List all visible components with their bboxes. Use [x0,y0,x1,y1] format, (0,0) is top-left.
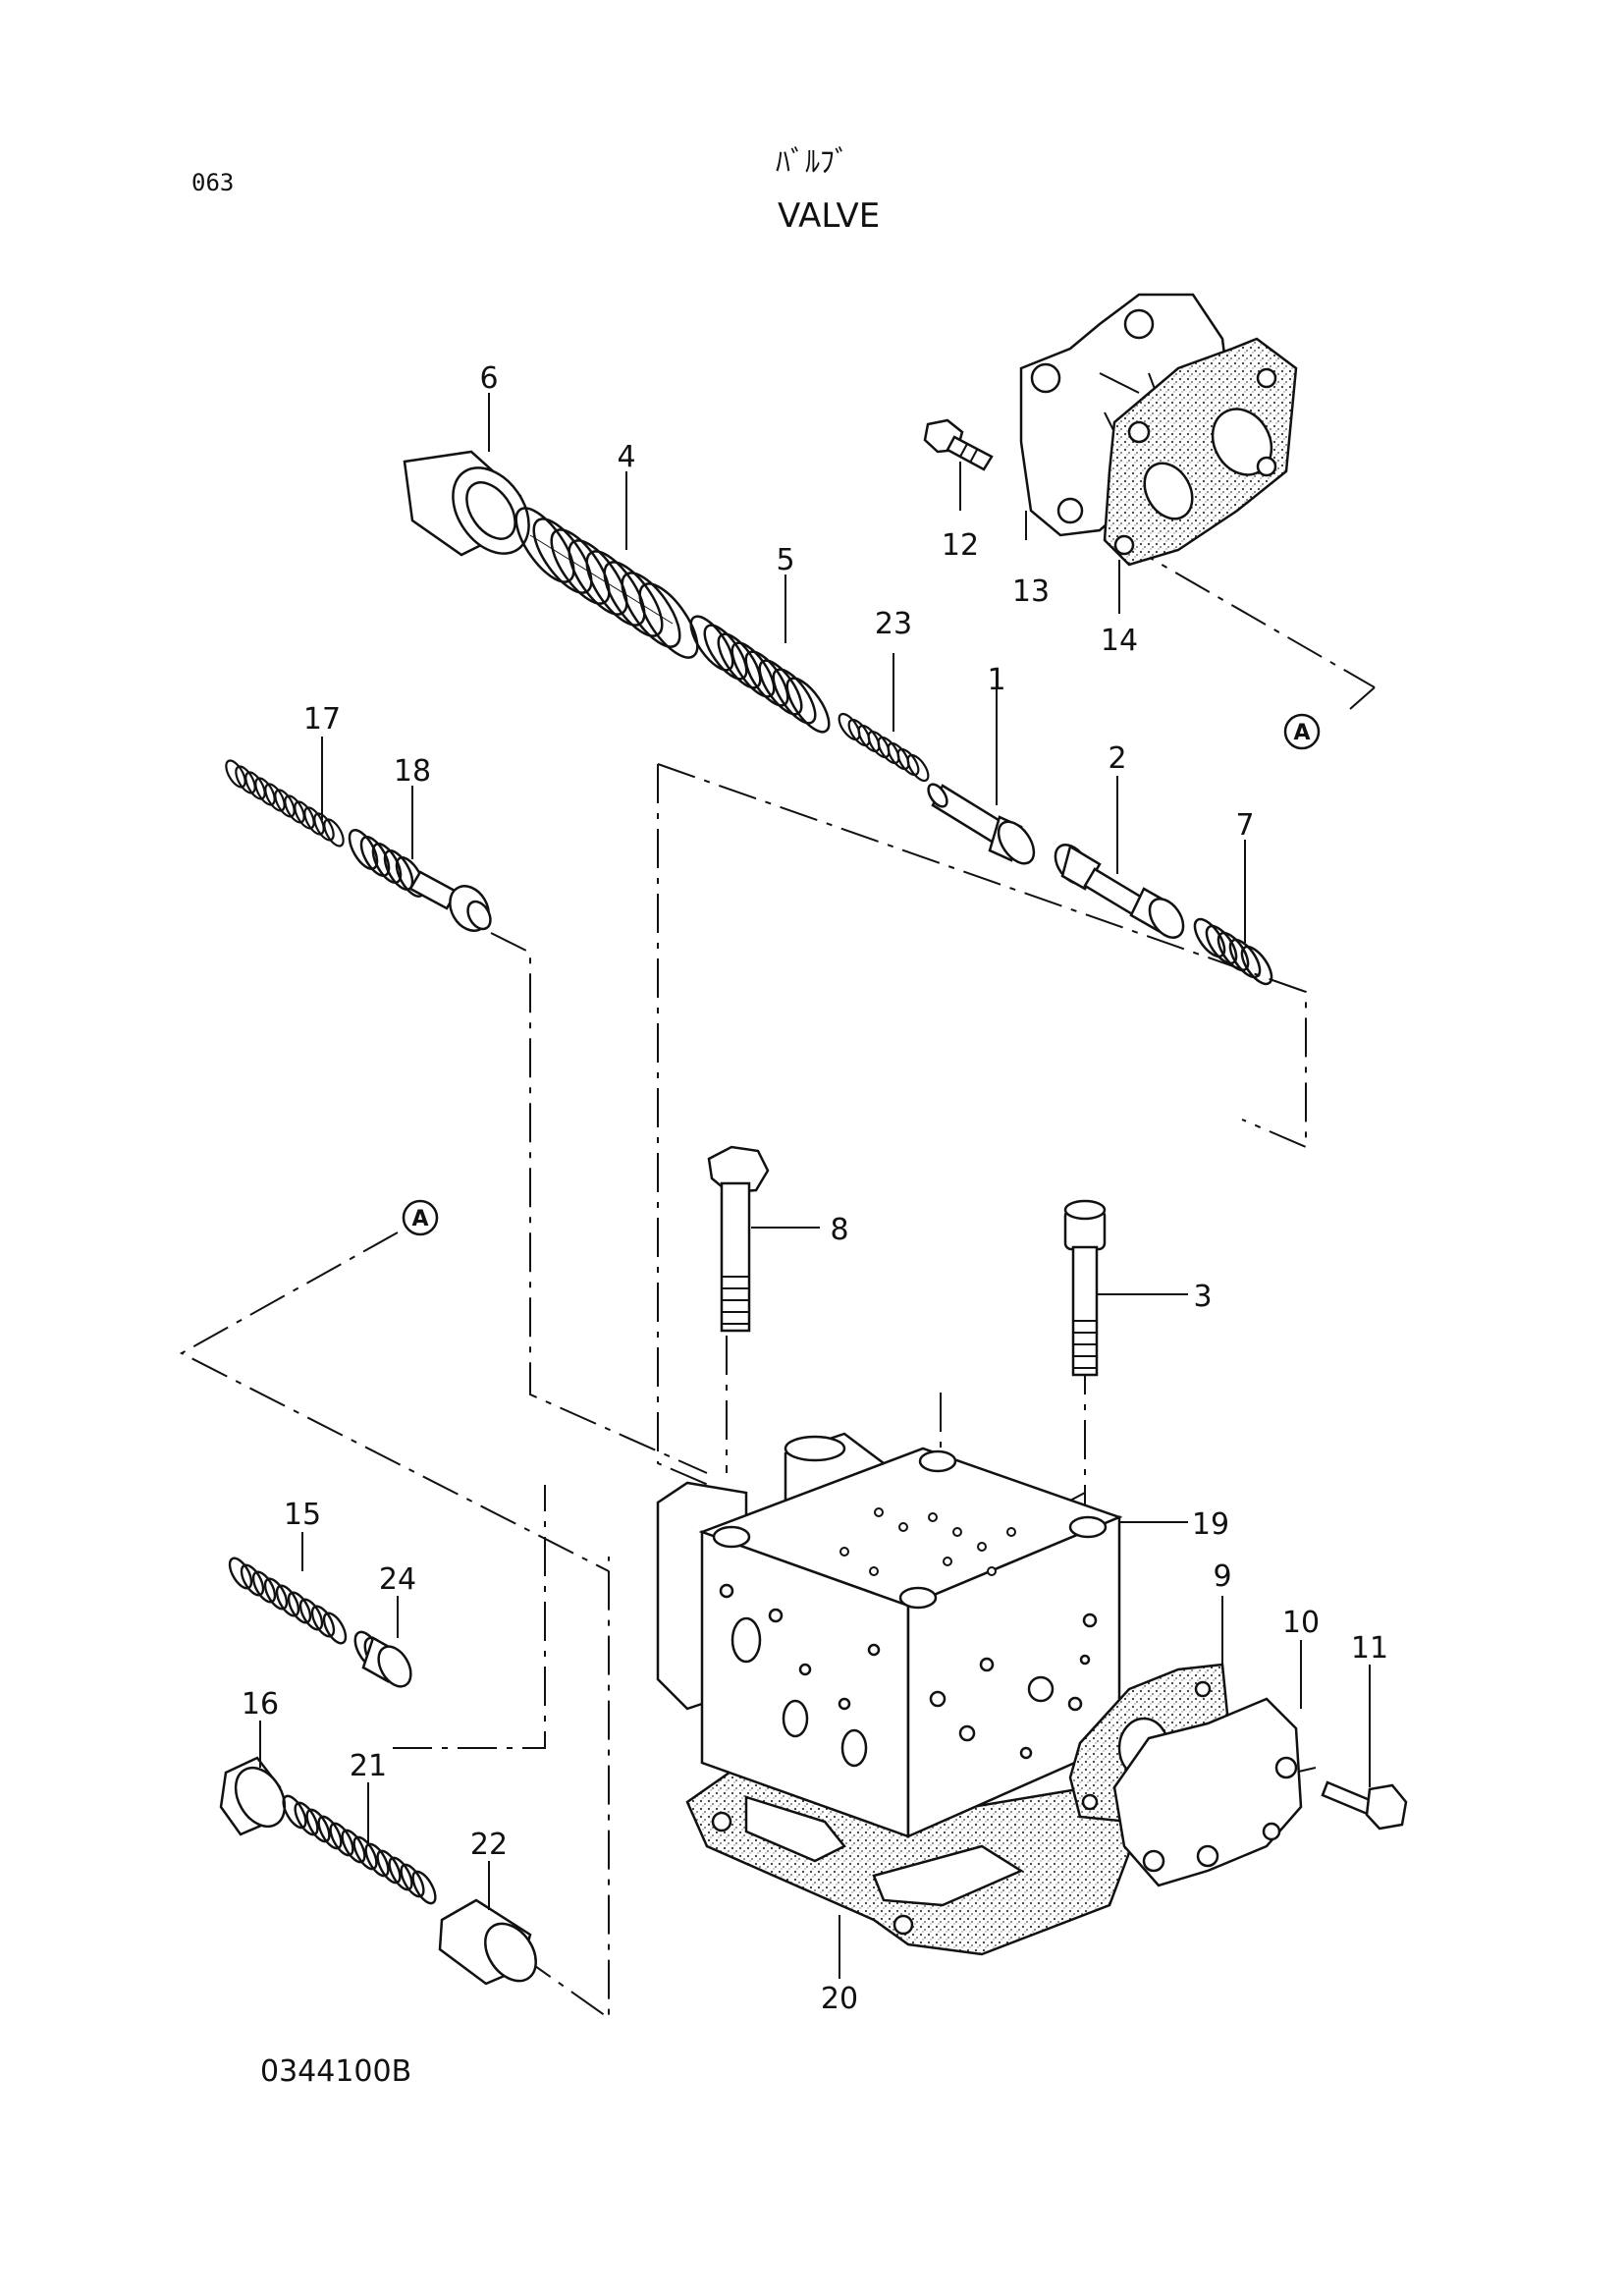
callout-23: 23 [875,607,912,641]
part-12-bolt [923,418,994,471]
title-japanese: ﾊﾞﾙﾌﾞ [776,145,849,180]
part-18-spool [348,829,492,932]
callout-8: 8 [830,1213,848,1247]
part-6-sleeve [403,450,530,557]
part-22-plug [438,1898,537,1986]
part-4-large-spring [514,507,699,659]
part-3-socket-bolt [1063,1199,1107,1377]
callout-14: 14 [1101,624,1138,658]
callout-15: 15 [284,1498,321,1532]
callout-4: 4 [617,440,635,474]
drawing-number: 0344100B [260,2054,412,2089]
part-16-plug [219,1756,287,1836]
callout-22: 22 [470,1828,508,1862]
callout-2: 2 [1108,741,1126,776]
part-15-spring [228,1557,348,1645]
callout-10: 10 [1282,1606,1320,1640]
callout-19: 19 [1192,1507,1229,1542]
reference-marker-a-left: A [402,1199,439,1236]
page-title: VALVE [778,196,881,236]
part-21-spring [282,1794,437,1905]
callout-12: 12 [942,528,979,563]
part-1-poppet [927,783,1036,865]
callout-17: 17 [303,702,341,737]
callout-24: 24 [379,1562,416,1597]
callout-13: 13 [1012,574,1050,609]
part-10-side-cover [1112,1697,1303,1887]
reference-marker-a-top: A [1283,713,1321,750]
part-8-hex-bolt [707,1145,770,1333]
callout-21: 21 [350,1749,387,1783]
part-7-short-spring [1193,917,1273,986]
part-2-spool [1054,844,1185,939]
callout-3: 3 [1193,1280,1212,1314]
svg-text:A: A [411,1207,428,1231]
callout-11: 11 [1351,1631,1388,1666]
part-11-bolt [1321,1780,1408,1831]
callout-1: 1 [987,663,1005,697]
callout-20: 20 [821,1982,858,2016]
part-5-medium-spring [689,615,831,734]
svg-text:A: A [1293,721,1310,745]
part-24-plug [353,1630,412,1688]
page-number: 063 [191,169,235,196]
callout-9: 9 [1213,1559,1231,1594]
part-14-gasket [1103,337,1298,567]
callout-7: 7 [1235,808,1254,843]
part-17-spring [225,759,345,847]
callout-6: 6 [479,361,498,396]
callout-5: 5 [776,543,794,577]
part-20-base-gasket [685,1766,1141,1956]
part-19-valve-body [656,1432,1123,1838]
part-23-small-spring [838,712,930,783]
callout-18: 18 [394,754,431,789]
callout-16: 16 [242,1687,279,1722]
callout-labels: 6 4 5 23 1 2 7 17 18 12 13 14 8 3 19 9 1… [242,361,1388,2016]
leader-lines [259,393,1371,1979]
